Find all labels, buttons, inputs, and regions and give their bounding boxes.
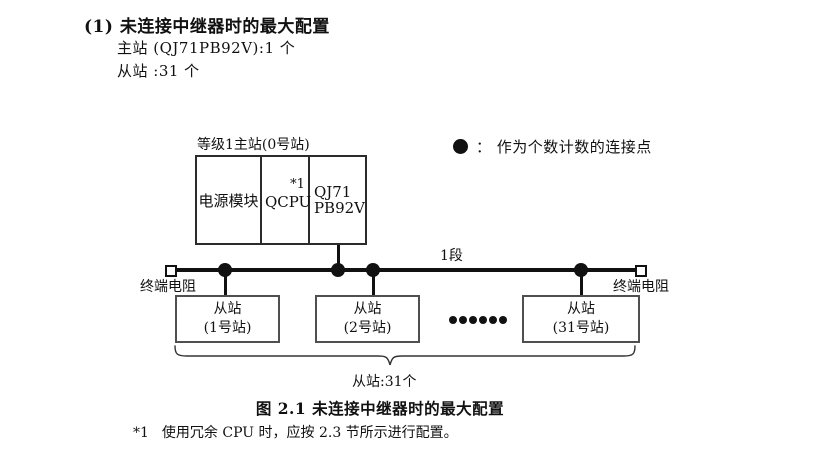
footnote: *1 使用冗余 CPU 时，应按 2.3 节所示进行配置。 <box>133 422 458 442</box>
slave2-drop-line <box>372 270 375 297</box>
pb92v-module-cell: QJ71 PB92V <box>310 157 365 243</box>
terminating-resistor-right <box>635 265 647 277</box>
terminating-resistor-left <box>165 265 177 277</box>
master-station-box: 电源模块 *1 QCPU QJ71 PB92V <box>195 155 367 245</box>
slave1-line1: 从站 <box>213 301 242 317</box>
connection-point-dot <box>218 263 232 277</box>
terminating-resistor-right-label: 终端电阻 <box>613 279 669 295</box>
cpu-footnote-ref: *1 <box>290 177 305 192</box>
ellipsis-dot <box>499 316 507 324</box>
slave2-line2: (2号站) <box>343 320 392 336</box>
slave31-drop-line <box>580 270 583 297</box>
footnote-marker: *1 <box>133 425 149 441</box>
terminating-resistor-left-label: 终端电阻 <box>140 279 196 295</box>
cpu-label: QCPU <box>264 193 312 211</box>
footnote-text: 使用冗余 CPU 时，应按 2.3 节所示进行配置。 <box>161 425 458 441</box>
ellipsis-dot <box>479 316 487 324</box>
section-heading: (1) 未连接中继器时的最大配置 <box>84 17 330 37</box>
slave31-line2: (31号站) <box>552 320 610 336</box>
connection-point-dot <box>366 263 380 277</box>
master-count-line: 主站 (QJ71PB92V):1 个 <box>117 39 296 57</box>
master-drop-line <box>337 245 340 270</box>
pb92v-line2: PB92V <box>313 199 365 217</box>
figure-caption: 图 2.1 未连接中继器时的最大配置 <box>255 399 505 418</box>
connection-point-icon <box>453 139 468 154</box>
slave1-drop-line <box>224 270 227 297</box>
legend-text: ： 作为个数计数的连接点 <box>476 138 652 156</box>
legend: ： 作为个数计数的连接点 <box>453 136 652 157</box>
ellipsis-dot <box>489 316 497 324</box>
power-module-cell: 电源模块 <box>197 157 262 243</box>
slave31-line1: 从站 <box>567 301 595 317</box>
slave-count-line: 从站 :31 个 <box>117 62 200 80</box>
slave-station-1-box: 从站 (1号站) <box>175 295 280 343</box>
pb92v-line1: QJ71 <box>313 183 352 201</box>
slave1-line2: (1号站) <box>203 320 252 336</box>
segment-label: 1段 <box>440 248 463 264</box>
ellipsis-dot <box>459 316 467 324</box>
slave2-line1: 从站 <box>353 301 382 317</box>
connection-point-dot <box>574 263 588 277</box>
slave-station-2-box: 从站 (2号站) <box>315 295 420 343</box>
ellipsis-dot <box>449 316 457 324</box>
slave-count-brace <box>174 345 636 366</box>
connection-point-dot <box>331 263 345 277</box>
cpu-cell: *1 QCPU <box>262 157 312 243</box>
ellipsis-dot <box>469 316 477 324</box>
ellipsis-dots <box>449 316 507 324</box>
slave-total-label: 从站:31个 <box>352 374 417 390</box>
slave-station-31-box: 从站 (31号站) <box>522 295 640 343</box>
bus-segment-line <box>177 268 635 272</box>
master-station-label: 等级1主站(0号站) <box>197 137 310 153</box>
